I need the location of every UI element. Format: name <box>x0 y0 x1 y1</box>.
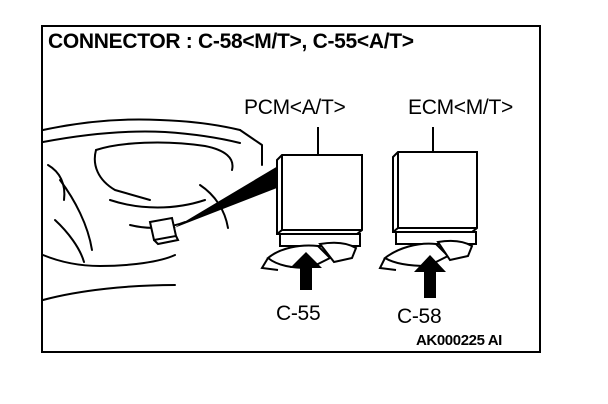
ecm-module <box>392 151 478 233</box>
ecm-harness <box>378 231 477 271</box>
pcm-label: PCM<A/T> <box>244 96 346 119</box>
c55-connector-label: C-55 <box>276 302 321 325</box>
page-title: CONNECTOR : C-58<M/T>, C-55<A/T> <box>48 30 414 53</box>
callout-pointer <box>174 166 282 228</box>
pcm-module <box>276 154 363 235</box>
figure-code: AK000225 AI <box>416 332 502 349</box>
dash-connector-location <box>148 216 180 246</box>
c58-arrow <box>414 255 446 298</box>
ecm-label: ECM<M/T> <box>408 96 513 119</box>
c58-connector-label: C-58 <box>397 305 442 328</box>
c55-arrow <box>290 252 322 290</box>
dashboard-drawing <box>42 118 263 301</box>
